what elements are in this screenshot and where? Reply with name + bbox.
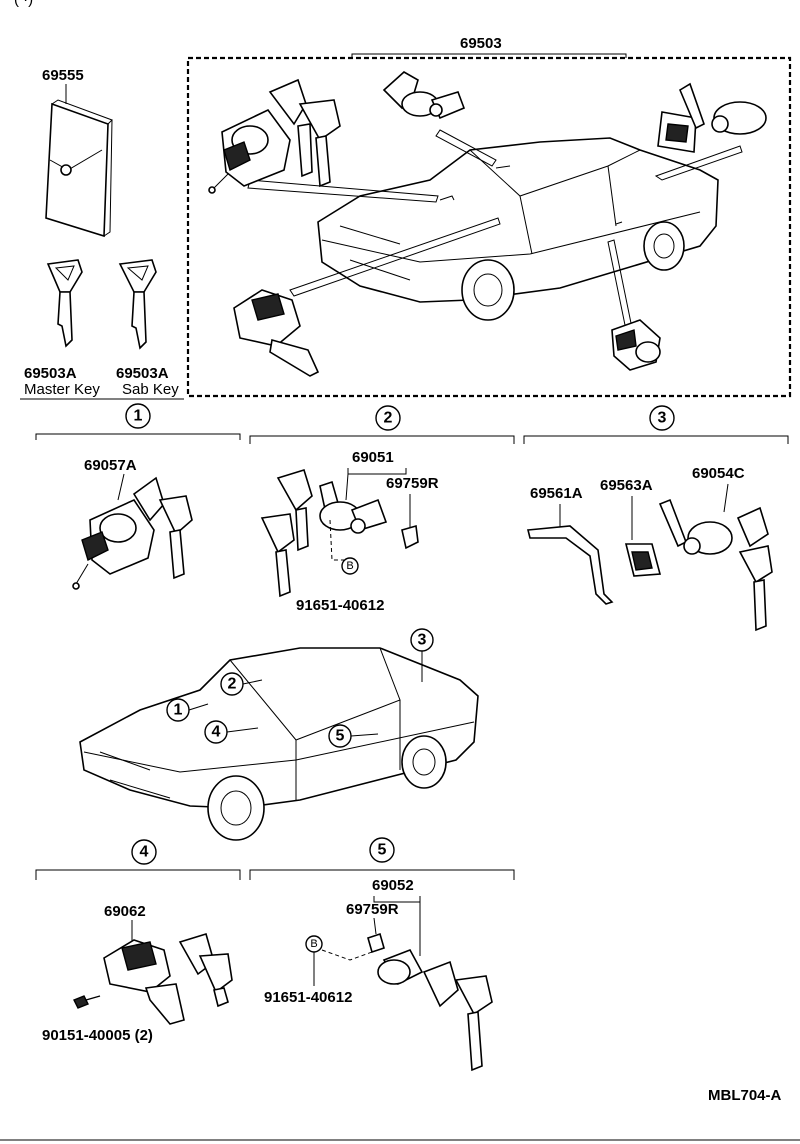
callout-2: 2 bbox=[228, 676, 237, 693]
label-69555: 69555 bbox=[42, 67, 84, 84]
trunk-lock-rod-icon bbox=[526, 525, 614, 605]
kit-trunk-lock-icon bbox=[657, 82, 767, 153]
section-number-3: 3 bbox=[658, 410, 667, 427]
diagram-code: MBL704-A bbox=[708, 1087, 782, 1104]
section-header-3: 3 bbox=[523, 405, 789, 444]
kit-door-lock-icon bbox=[611, 319, 661, 371]
label-91651-a: 91651-40612 bbox=[296, 597, 384, 614]
section-header-5: 5 bbox=[249, 837, 515, 880]
label-69561a: 69561A bbox=[530, 485, 583, 502]
label-69759r-b: 69759R bbox=[346, 901, 399, 918]
section-number-1: 1 bbox=[134, 408, 143, 425]
label-sab-key: Sab Key bbox=[122, 381, 179, 398]
ref-b-2: B bbox=[310, 938, 317, 950]
label-master-key: Master Key bbox=[24, 381, 100, 398]
section-header-2: 2 bbox=[249, 405, 515, 444]
callout-5: 5 bbox=[336, 728, 345, 745]
arrow-glove bbox=[435, 129, 497, 167]
hood-lock-icon bbox=[103, 932, 233, 1025]
section-number-2: 2 bbox=[384, 410, 393, 427]
section-1-ignition: 69057A bbox=[72, 457, 193, 590]
key-case-group: 69555 69503A 69503A Master Key Sab Key bbox=[20, 67, 184, 400]
sub-key-icon bbox=[118, 259, 157, 350]
callout-3: 3 bbox=[418, 632, 427, 649]
section-header-4: 4 bbox=[35, 839, 241, 880]
label-69052: 69052 bbox=[372, 877, 414, 894]
arrow-door-kit bbox=[289, 217, 501, 297]
kit-ignition-cylinder-icon bbox=[208, 78, 341, 194]
section-header-1: 1 bbox=[35, 403, 241, 440]
section-3-trunk-lock: 69561A 69563A 69054C bbox=[526, 465, 773, 632]
glove-lock-cylinder-icon bbox=[319, 480, 419, 550]
label-69759r-a: 69759R bbox=[386, 475, 439, 492]
arrow-trunk bbox=[654, 145, 743, 181]
arrow-ignition bbox=[247, 179, 439, 203]
section-2-glove-lock: 69051 69759R B 91651-40612 bbox=[260, 449, 439, 614]
key-case-icon bbox=[45, 99, 113, 238]
label-69057a: 69057A bbox=[84, 457, 137, 474]
trunk-lock-bezel-icon bbox=[624, 543, 662, 577]
label-69563a: 69563A bbox=[600, 477, 653, 494]
label-69503a-sab: 69503A bbox=[116, 365, 169, 382]
kit-glove-box-lock-icon bbox=[382, 71, 466, 120]
door-lock-cylinder-icon bbox=[367, 932, 493, 1072]
header-fragment: ( ·) bbox=[14, 0, 33, 8]
ignition-cylinder-icon bbox=[72, 476, 193, 590]
label-69503a-master: 69503A bbox=[24, 365, 77, 382]
label-69062: 69062 bbox=[104, 903, 146, 920]
kit-dashed-box bbox=[186, 56, 792, 398]
lock-kit-69503: 69503 bbox=[186, 35, 792, 398]
label-90151: 90151-40005 (2) bbox=[42, 1027, 153, 1044]
section-4-hood-lock: 69062 90151-40005 (2) bbox=[42, 903, 233, 1044]
label-69503: 69503 bbox=[460, 35, 502, 52]
callout-1: 1 bbox=[174, 702, 183, 719]
kit-hood-lock-icon bbox=[233, 289, 320, 377]
label-91651-b: 91651-40612 bbox=[264, 989, 352, 1006]
label-69051: 69051 bbox=[352, 449, 394, 466]
kit-car-illustration bbox=[317, 137, 719, 321]
trunk-lock-cylinder-icon bbox=[658, 498, 773, 632]
master-key-icon bbox=[46, 259, 83, 348]
section-number-4: 4 bbox=[140, 844, 149, 861]
glove-lock-keys-icon bbox=[260, 469, 313, 598]
section-5-door-lock: 69052 69759R B 91651-40612 bbox=[264, 877, 493, 1072]
section-number-5: 5 bbox=[378, 842, 387, 859]
car-location-diagram: 1 2 3 4 5 bbox=[79, 628, 479, 841]
bracket-69503 bbox=[351, 53, 627, 58]
bolt-icon bbox=[73, 995, 101, 1009]
callout-4: 4 bbox=[212, 724, 221, 741]
label-69054c: 69054C bbox=[692, 465, 745, 482]
ref-b-1: B bbox=[346, 560, 353, 572]
